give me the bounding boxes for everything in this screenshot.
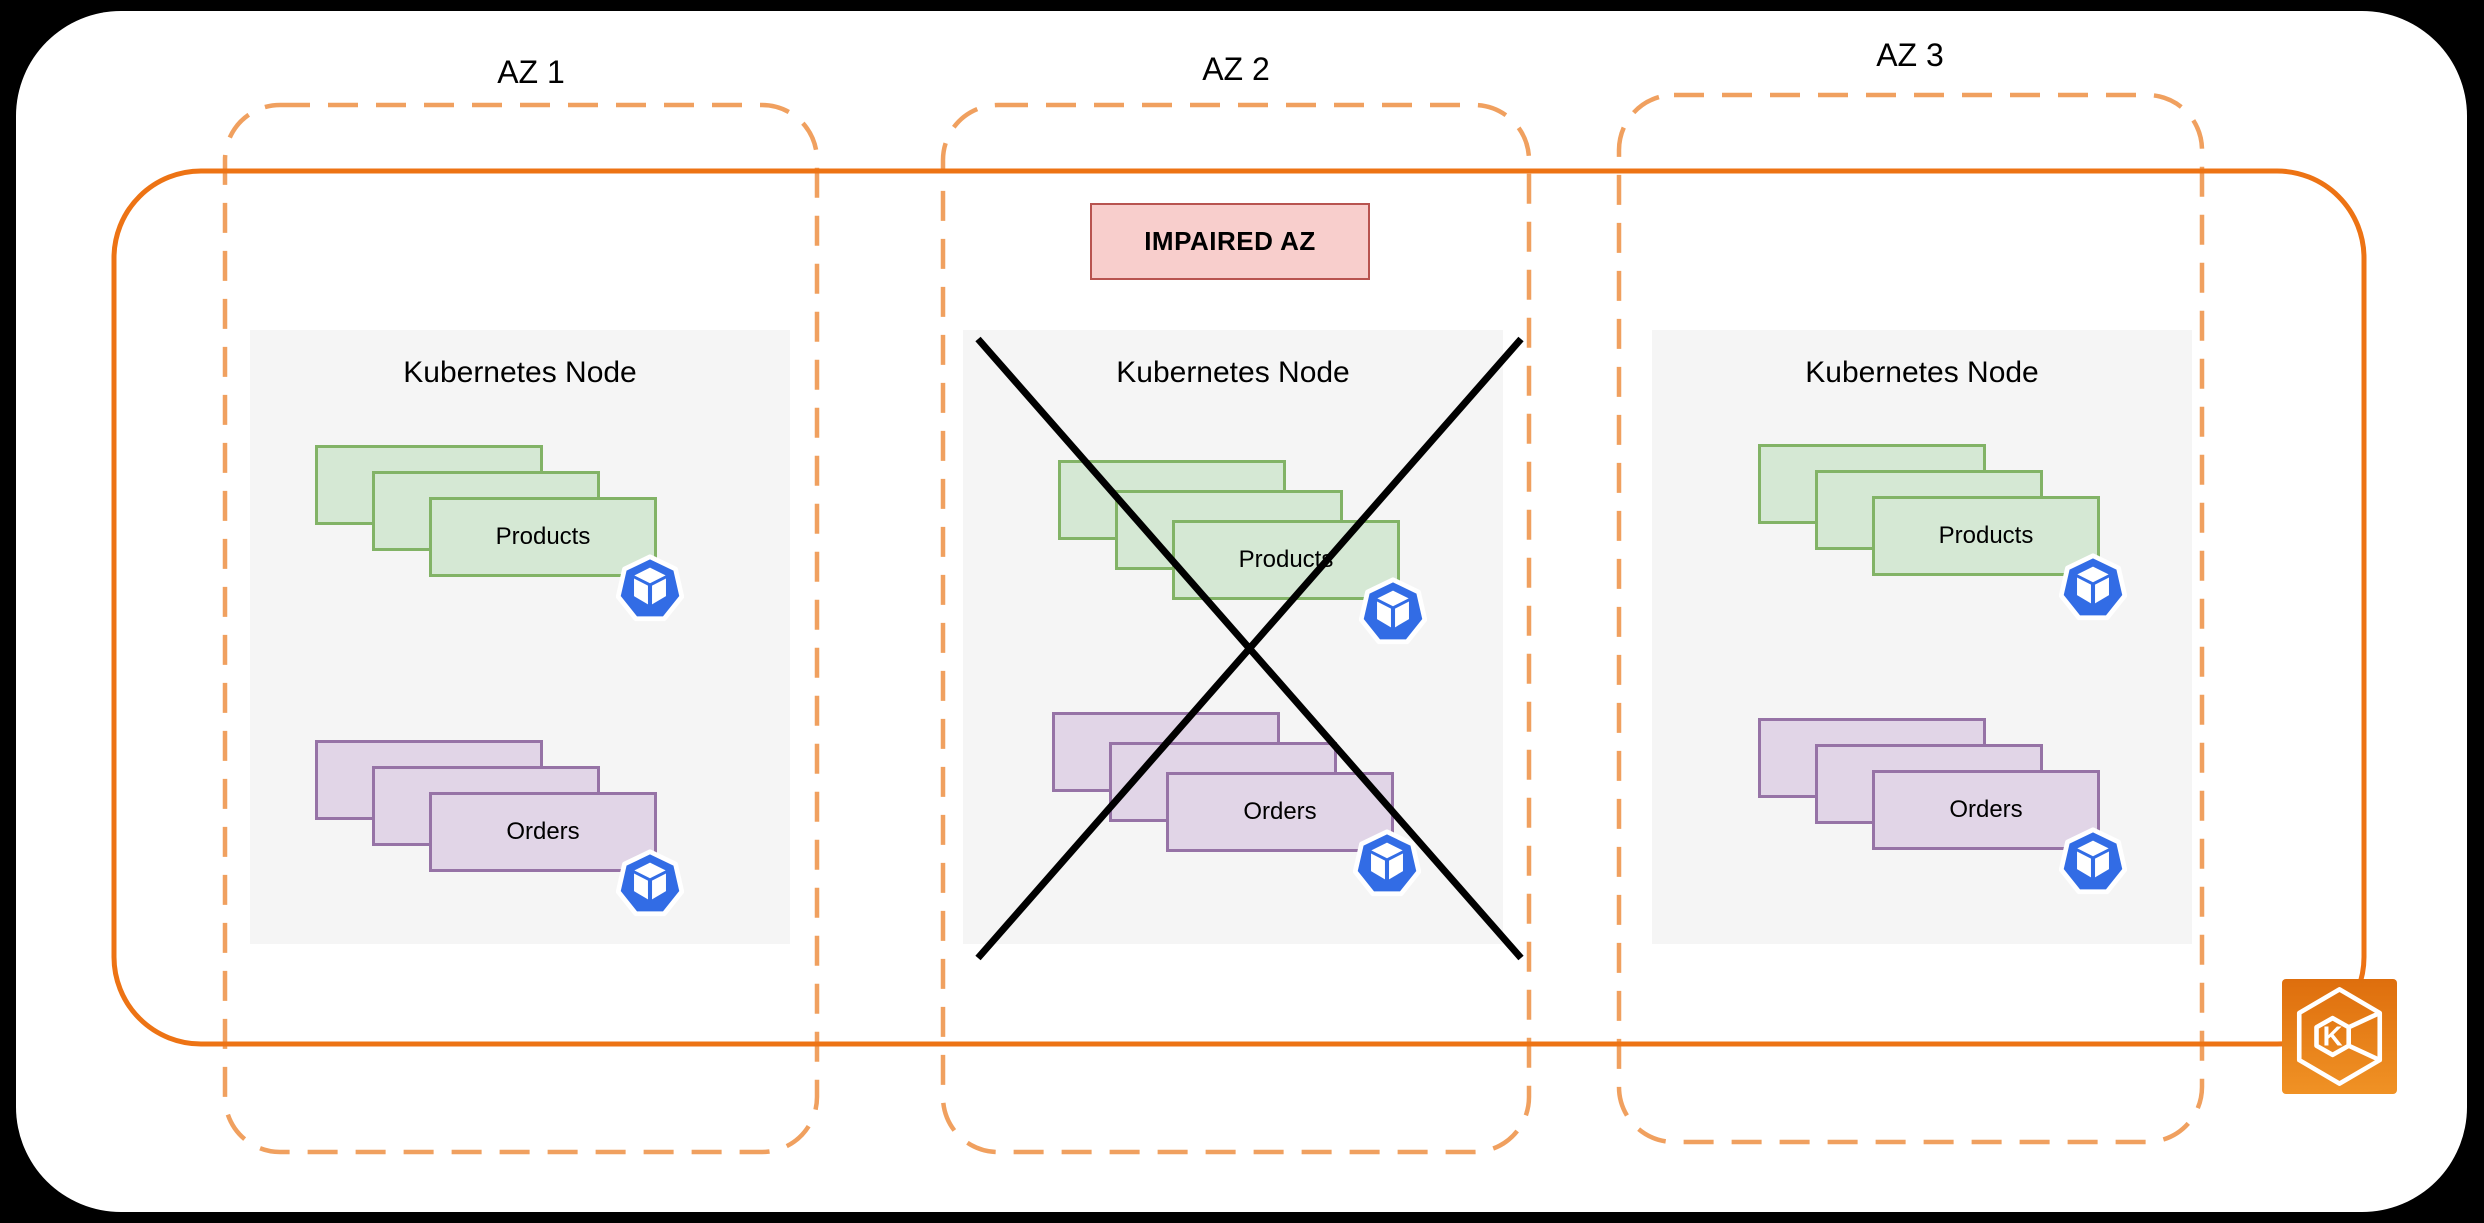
failure-cross-line: [975, 336, 1524, 961]
kubernetes-pod-icon: [2059, 827, 2127, 895]
diagram-canvas: AZ 1 AZ 2 AZ 3 Kubernetes Node Products …: [16, 11, 2467, 1212]
node-title: Kubernetes Node: [1805, 356, 2039, 389]
products-deployment: Products: [429, 497, 657, 577]
node-title: Kubernetes Node: [1116, 356, 1350, 389]
orders-label: Orders: [1949, 796, 2023, 823]
kubernetes-node-az3: Kubernetes Node Products Orders: [1652, 330, 2192, 944]
eks-letter: K: [2323, 1021, 2343, 1052]
az3-label: AZ 3: [1876, 37, 1944, 73]
orders-deployment: Orders: [1166, 772, 1394, 852]
node-title: Kubernetes Node: [403, 356, 637, 389]
az2-label: AZ 2: [1202, 51, 1270, 87]
kubernetes-pod-icon: [2059, 553, 2127, 621]
products-deployment: Products: [1872, 496, 2100, 576]
failure-cross: [975, 336, 1524, 961]
impaired-az-badge: IMPAIRED AZ: [1090, 203, 1370, 280]
eks-icon: K: [2282, 979, 2397, 1094]
products-label: Products: [1938, 522, 2034, 549]
eks-hexagon-glyph: K: [2282, 979, 2397, 1094]
kubernetes-pod-icon: [616, 554, 684, 622]
kubernetes-node-az2: Kubernetes Node Products Orders: [963, 330, 1503, 944]
orders-deployment: Orders: [429, 792, 657, 872]
az1-label: AZ 1: [497, 54, 565, 90]
orders-label: Orders: [506, 818, 580, 845]
kubernetes-node-az1: Kubernetes Node Products Orders: [250, 330, 790, 944]
orders-label: Orders: [1243, 798, 1317, 825]
products-deployment: Products: [1172, 520, 1400, 600]
kubernetes-pod-icon: [616, 849, 684, 917]
orders-deployment: Orders: [1872, 770, 2100, 850]
products-label: Products: [495, 523, 591, 550]
